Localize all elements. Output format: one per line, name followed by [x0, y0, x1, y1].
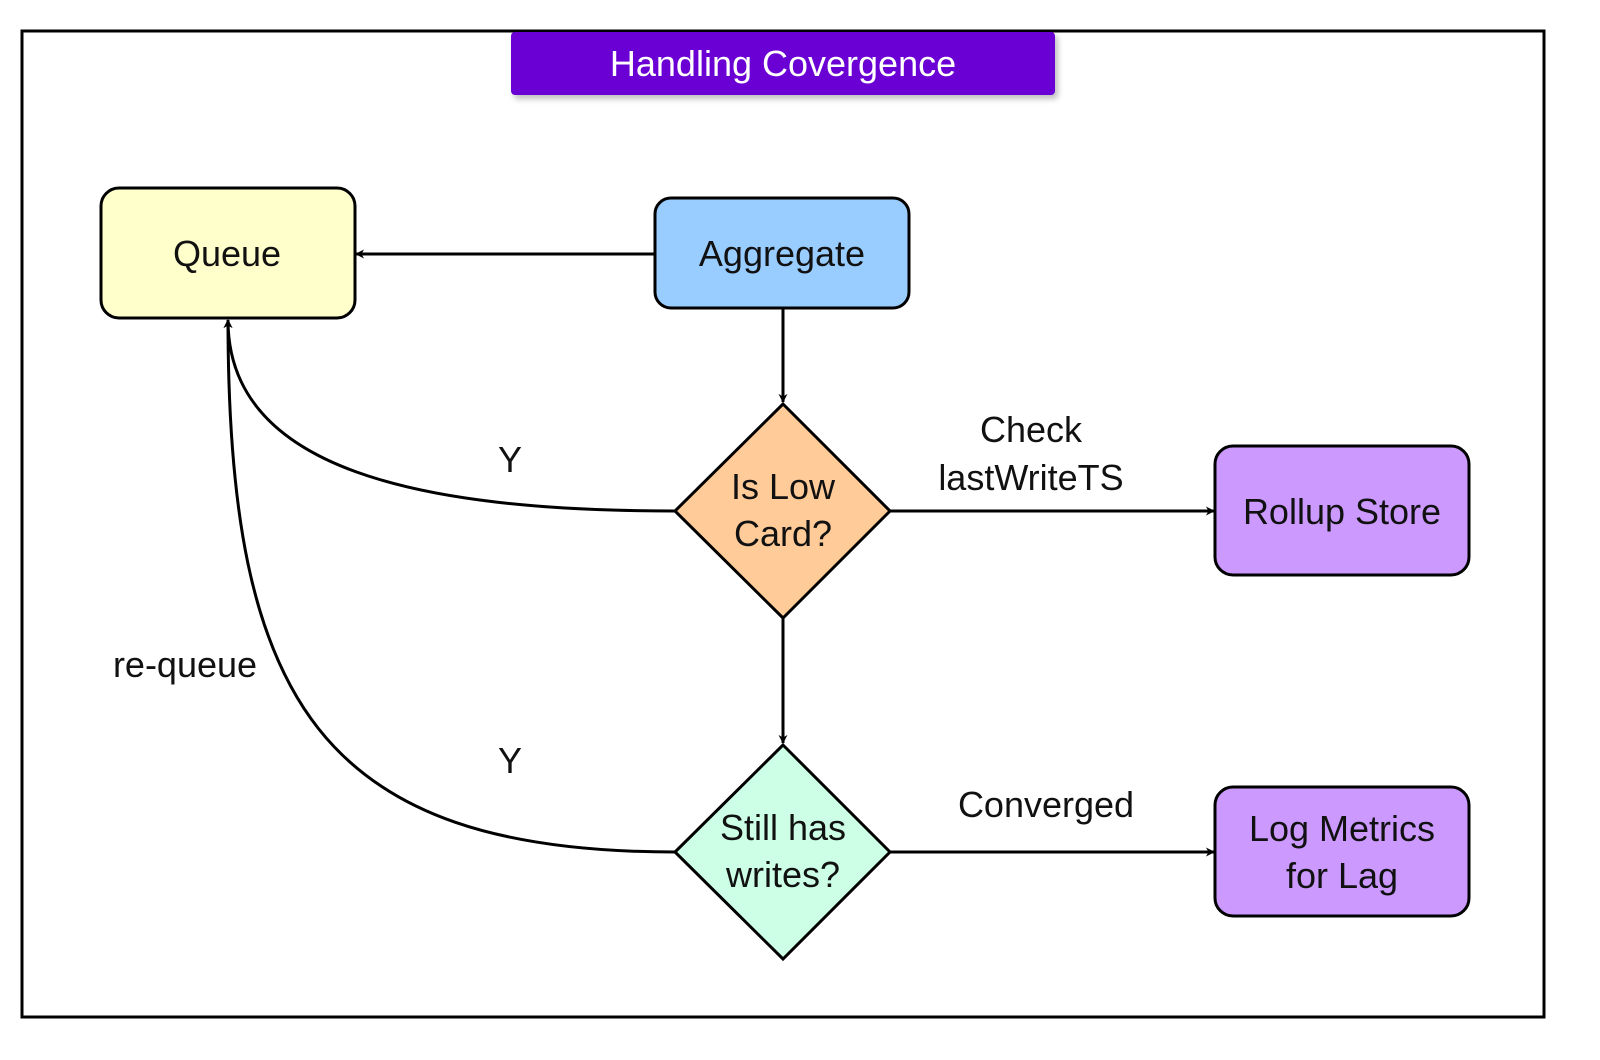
log-metrics-label-line2: for Lag — [1286, 855, 1398, 896]
is-low-card-decision — [672, 401, 893, 621]
edge-label-lastwritets: lastWriteTS — [938, 457, 1123, 498]
edge-label-converged: Converged — [958, 784, 1134, 825]
aggregate-node — [653, 196, 911, 310]
is-low-card-label-line2: Card? — [734, 513, 832, 554]
still-has-writes-decision — [672, 742, 893, 962]
edge-label-y-top: Y — [498, 439, 522, 480]
is-low-card-label-line1: Is Low — [731, 466, 836, 507]
diagram-frame — [20, 29, 1546, 1019]
edge-label-requeue: re-queue — [113, 644, 257, 685]
rollup-store-node — [1213, 444, 1471, 577]
rollup-store-label: Rollup Store — [1243, 491, 1441, 532]
still-has-writes-label-line2: writes? — [725, 854, 840, 895]
still-has-writes-label-line1: Still has — [720, 807, 846, 848]
log-metrics-label-line1: Log Metrics — [1249, 808, 1435, 849]
queue-node — [99, 186, 357, 320]
edge-label-check: Check — [980, 409, 1083, 450]
log-metrics-node — [1213, 785, 1471, 918]
queue-label: Queue — [173, 233, 281, 274]
edge-still-has-writes-to-queue — [223, 319, 676, 854]
edge-is-low-card-to-queue — [223, 319, 676, 513]
diagram-title: Handling Covergence — [610, 43, 956, 84]
title-banner — [511, 32, 1055, 95]
aggregate-label: Aggregate — [699, 233, 865, 274]
edge-label-y-bottom: Y — [498, 740, 522, 781]
